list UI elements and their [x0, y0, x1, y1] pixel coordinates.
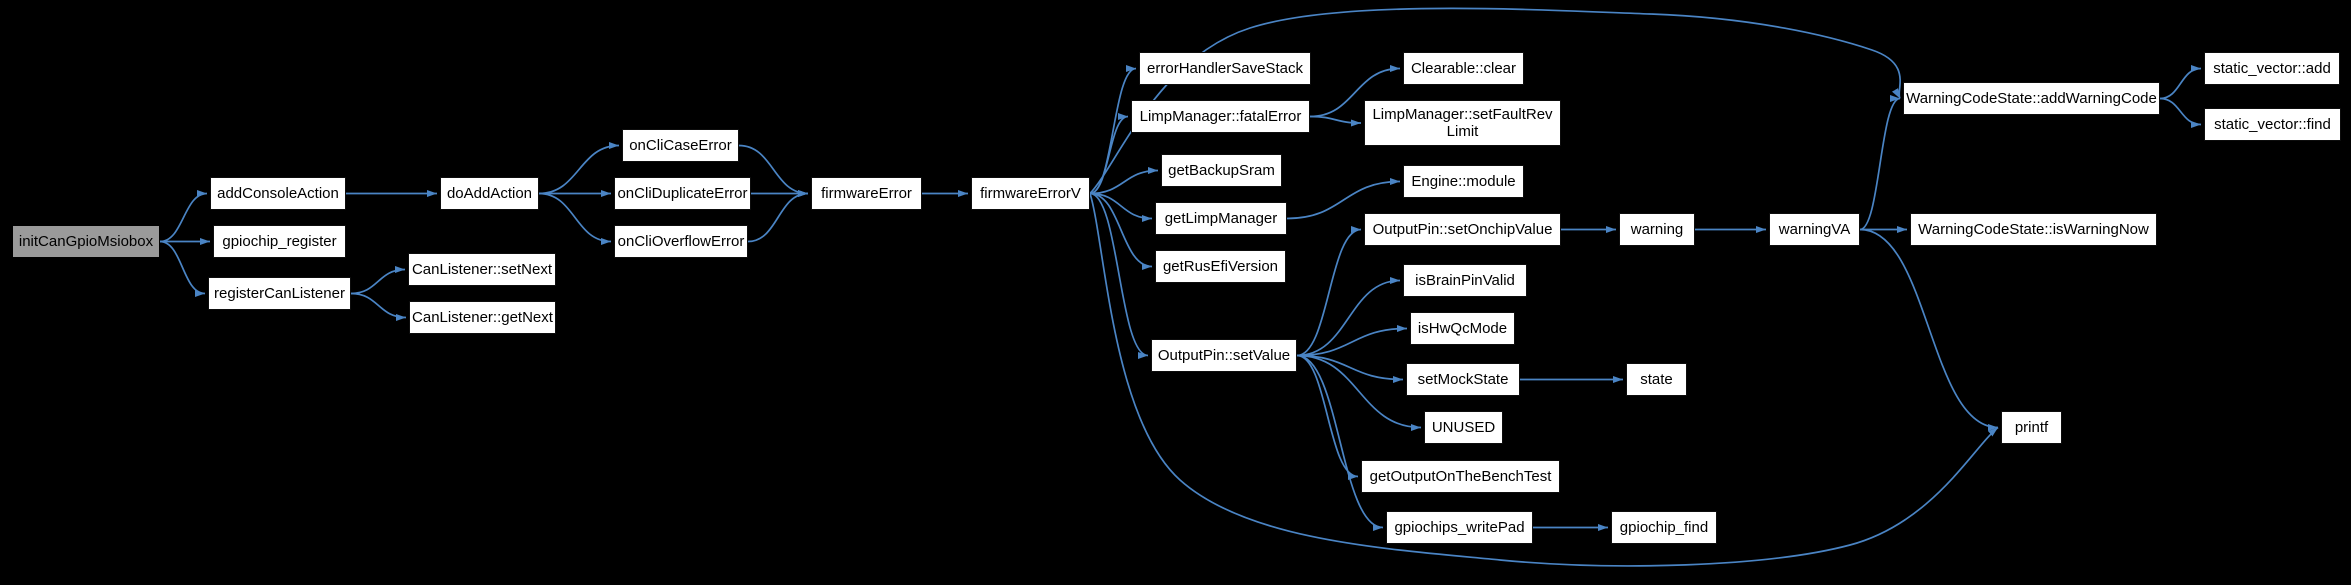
edge-firmwareErrorV-getBackupSram: [1089, 167, 1159, 195]
node-isbrainpinvalid[interactable]: isBrainPinValid: [1403, 264, 1527, 297]
node-canlistener-setnext[interactable]: CanListener::setNext: [408, 253, 556, 286]
edge-setValue-unused: [1296, 354, 1422, 431]
edge-firmwareErrorV-setValue: [1089, 192, 1149, 359]
node-limpmanager-setfaultrev-limit[interactable]: LimpManager::setFaultRev Limit: [1364, 100, 1561, 146]
node-ishwqcmode[interactable]: isHwQcMode: [1410, 312, 1515, 345]
node-engine-module[interactable]: Engine::module: [1403, 165, 1524, 198]
edge-doAddAction-onCliOverflowError: [538, 192, 612, 245]
edge-init-addConsoleAction: [159, 190, 208, 243]
edge-init-registerCanListener: [159, 240, 206, 297]
node-state[interactable]: state: [1626, 363, 1687, 396]
node-registercanlistener[interactable]: registerCanListener: [208, 277, 351, 310]
edge-setValue-setOnchipValue: [1296, 226, 1362, 357]
edge-warningVA-printf: [1859, 228, 1999, 431]
node-clearable-clear[interactable]: Clearable::clear: [1403, 52, 1524, 85]
node-warning[interactable]: warning: [1619, 213, 1695, 246]
node-printf[interactable]: printf: [2001, 411, 2062, 444]
edge-setValue-gpiochipsWritePad: [1296, 354, 1384, 531]
edge-fatalError-setFaultRevLimit: [1309, 115, 1362, 127]
node-warningcodestate-iswarningnow[interactable]: WarningCodeState::isWarningNow: [1910, 213, 2157, 246]
edge-fatalError-clear: [1309, 65, 1401, 118]
node-static-vector-add[interactable]: static_vector::add: [2204, 52, 2340, 85]
edge-firmwareErrorV-fatalError: [1089, 113, 1129, 195]
node-static-vector-find[interactable]: static_vector::find: [2204, 108, 2341, 141]
edge-doAddAction-onCliCaseError: [538, 142, 620, 195]
edge-warningVA-addWarningCode: [1859, 95, 1901, 231]
edge-setValue-isBrainPinValid: [1296, 277, 1401, 357]
node-gpiochips-writepad[interactable]: gpiochips_writePad: [1386, 511, 1533, 544]
edge-onCliOverflowError-firmwareError: [747, 190, 809, 243]
edge-firmwareErrorV-printf: [1089, 193, 1999, 567]
edge-firmwareErrorV-errorHandlerSaveStack: [1089, 65, 1137, 195]
edge-addWarningCode-svFind: [2159, 97, 2202, 128]
node-warningva[interactable]: warningVA: [1769, 213, 1860, 246]
node-oncliduplicateerror[interactable]: onCliDuplicateError: [614, 177, 751, 210]
node-unused[interactable]: UNUSED: [1424, 411, 1503, 444]
edge-setValue-isHwQcMode: [1296, 325, 1408, 357]
node-outputpin-setvalue[interactable]: OutputPin::setValue: [1151, 339, 1297, 372]
node-initcangpiomsiobox[interactable]: initCanGpioMsiobox: [12, 225, 160, 258]
edge-registerCanListener-setNext: [350, 266, 406, 295]
node-gpiochip-register[interactable]: gpiochip_register: [213, 225, 346, 258]
edge-setValue-setMockState: [1296, 354, 1404, 383]
node-errorhandlersavestack[interactable]: errorHandlerSaveStack: [1139, 52, 1311, 85]
node-getlimpmanager[interactable]: getLimpManager: [1155, 202, 1287, 235]
edge-addWarningCode-svAdd: [2159, 65, 2202, 100]
edge-firmwareErrorV-getRusEfiVersion: [1089, 192, 1153, 270]
node-firmwareerror[interactable]: firmwareError: [811, 177, 922, 210]
node-onclioverflowerror[interactable]: onCliOverflowError: [614, 225, 748, 258]
node-setmockstate[interactable]: setMockState: [1406, 363, 1520, 396]
node-warningcodestate-addwarningcode[interactable]: WarningCodeState::addWarningCode: [1903, 82, 2160, 115]
node-getoutputonthebenchtest[interactable]: getOutputOnTheBenchTest: [1361, 460, 1560, 493]
node-gpiochip-find[interactable]: gpiochip_find: [1611, 511, 1717, 544]
node-onclicaseerror[interactable]: onCliCaseError: [622, 129, 739, 162]
node-limpmanager-fatalerror[interactable]: LimpManager::fatalError: [1131, 100, 1310, 133]
node-firmwareerrorv[interactable]: firmwareErrorV: [971, 177, 1090, 210]
node-getbackupsram[interactable]: getBackupSram: [1161, 154, 1282, 187]
node-canlistener-getnext[interactable]: CanListener::getNext: [409, 301, 556, 334]
edge-setValue-getOutputOnTheBenchTest: [1296, 354, 1359, 480]
node-addconsoleaction[interactable]: addConsoleAction: [210, 177, 346, 210]
node-doaddaction[interactable]: doAddAction: [440, 177, 539, 210]
node-getrusefiversion[interactable]: getRusEfiVersion: [1155, 250, 1286, 283]
node-outputpin-setonchipvalue[interactable]: OutputPin::setOnchipValue: [1364, 213, 1561, 246]
edge-getLimpManager-engineModule: [1286, 178, 1401, 220]
edge-firmwareErrorV-getLimpManager: [1089, 192, 1153, 222]
edge-registerCanListener-getNext: [350, 292, 407, 321]
